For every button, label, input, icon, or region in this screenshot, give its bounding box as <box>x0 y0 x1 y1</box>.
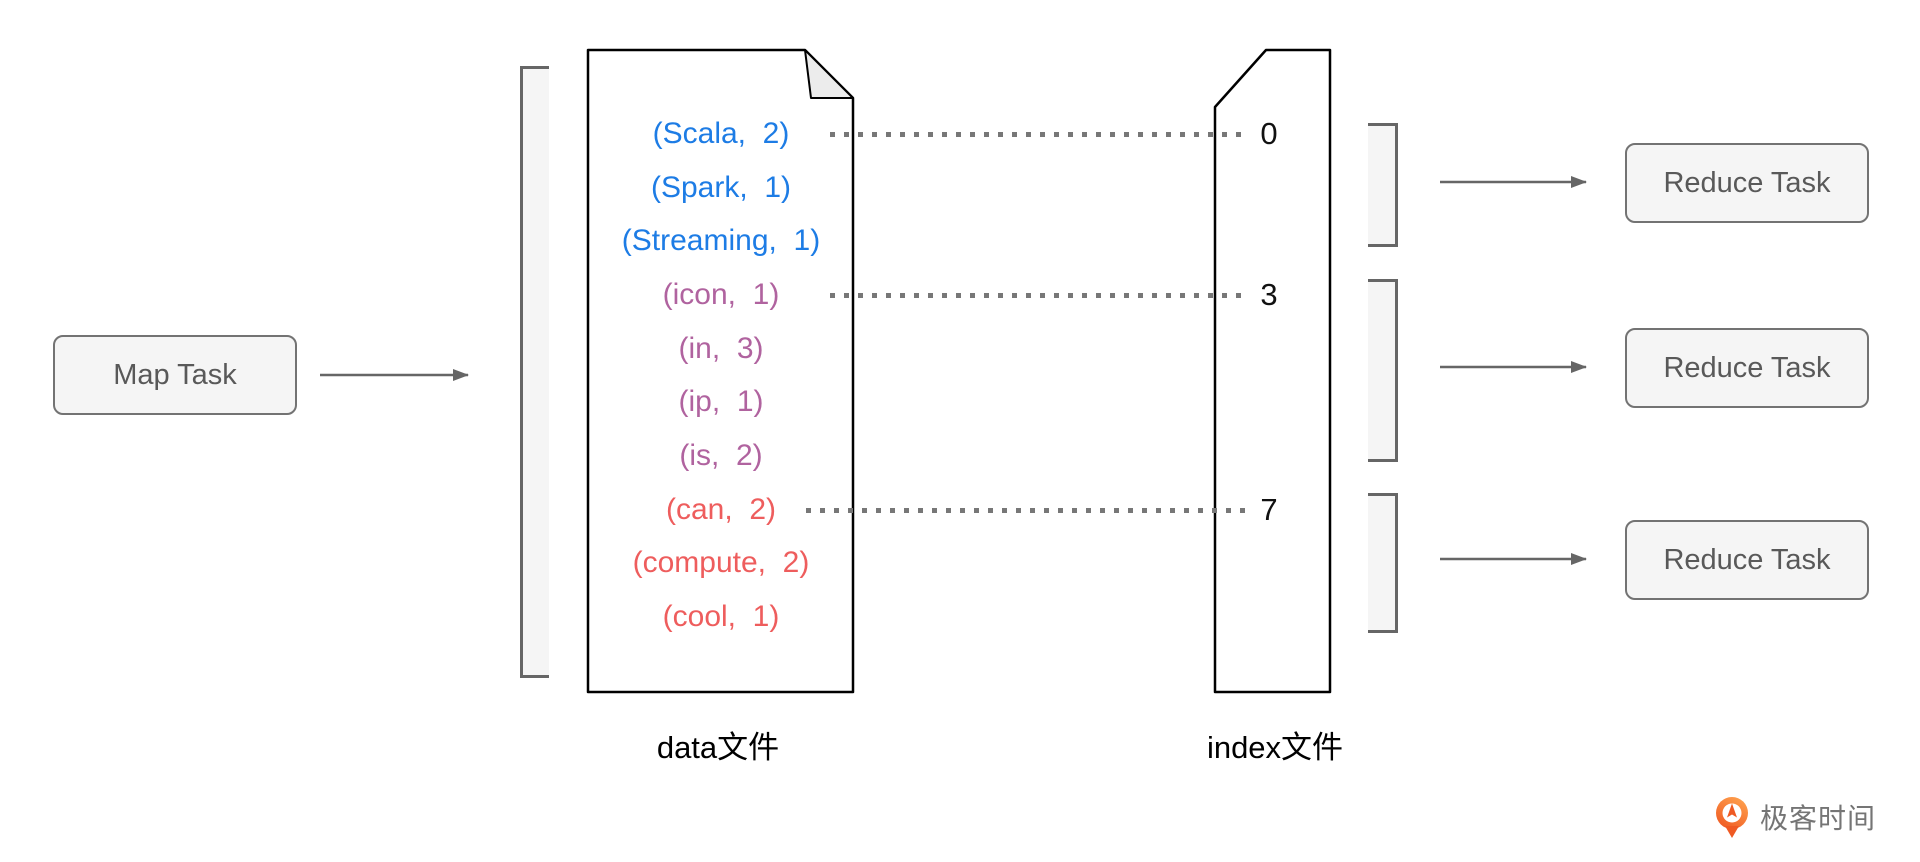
data-row: (compute, 2) <box>632 546 810 579</box>
geektime-pin-icon <box>1716 797 1748 838</box>
dotted-connector <box>830 293 1248 298</box>
reduce-task-box: Reduce Task <box>1625 520 1869 600</box>
data-file-bracket <box>520 66 549 678</box>
data-row: (cool, 1) <box>662 600 780 633</box>
reduce-task-label: Reduce Task <box>1663 543 1831 576</box>
data-row: (ip, 1) <box>678 385 764 418</box>
data-row: (icon, 1) <box>662 278 780 311</box>
dotted-connector <box>830 132 1248 137</box>
reduce-task-box: Reduce Task <box>1625 328 1869 408</box>
partition-bracket <box>1368 493 1398 633</box>
map-task-label: Map Task <box>113 358 237 391</box>
geektime-logo-text: 极客时间 <box>1760 803 1877 834</box>
map-task-box: Map Task <box>53 335 297 415</box>
data-row: (can, 2) <box>665 493 777 526</box>
index-file-shape <box>1213 48 1332 694</box>
data-file-caption: data文件 <box>656 730 780 765</box>
index-offset: 7 <box>1260 492 1278 527</box>
dotted-connector <box>806 508 1248 513</box>
data-file-shape <box>586 48 855 694</box>
data-row: (in, 3) <box>678 332 764 365</box>
index-file-caption: index文件 <box>1206 730 1344 765</box>
index-offset: 3 <box>1260 277 1278 312</box>
reduce-task-label: Reduce Task <box>1663 166 1831 199</box>
folded-corner-icon <box>804 49 854 99</box>
data-row: (Streaming, 1) <box>621 224 821 257</box>
partition-bracket <box>1368 279 1398 462</box>
index-offset: 0 <box>1260 116 1278 151</box>
reduce-task-box: Reduce Task <box>1625 143 1869 223</box>
geektime-logo: 极客时间 <box>1712 794 1876 840</box>
reduce-task-label: Reduce Task <box>1663 351 1831 384</box>
data-row: (Spark, 1) <box>650 171 792 204</box>
partition-bracket <box>1368 123 1398 247</box>
data-row: (is, 2) <box>679 439 763 472</box>
data-row: (Scala, 2) <box>652 117 790 150</box>
